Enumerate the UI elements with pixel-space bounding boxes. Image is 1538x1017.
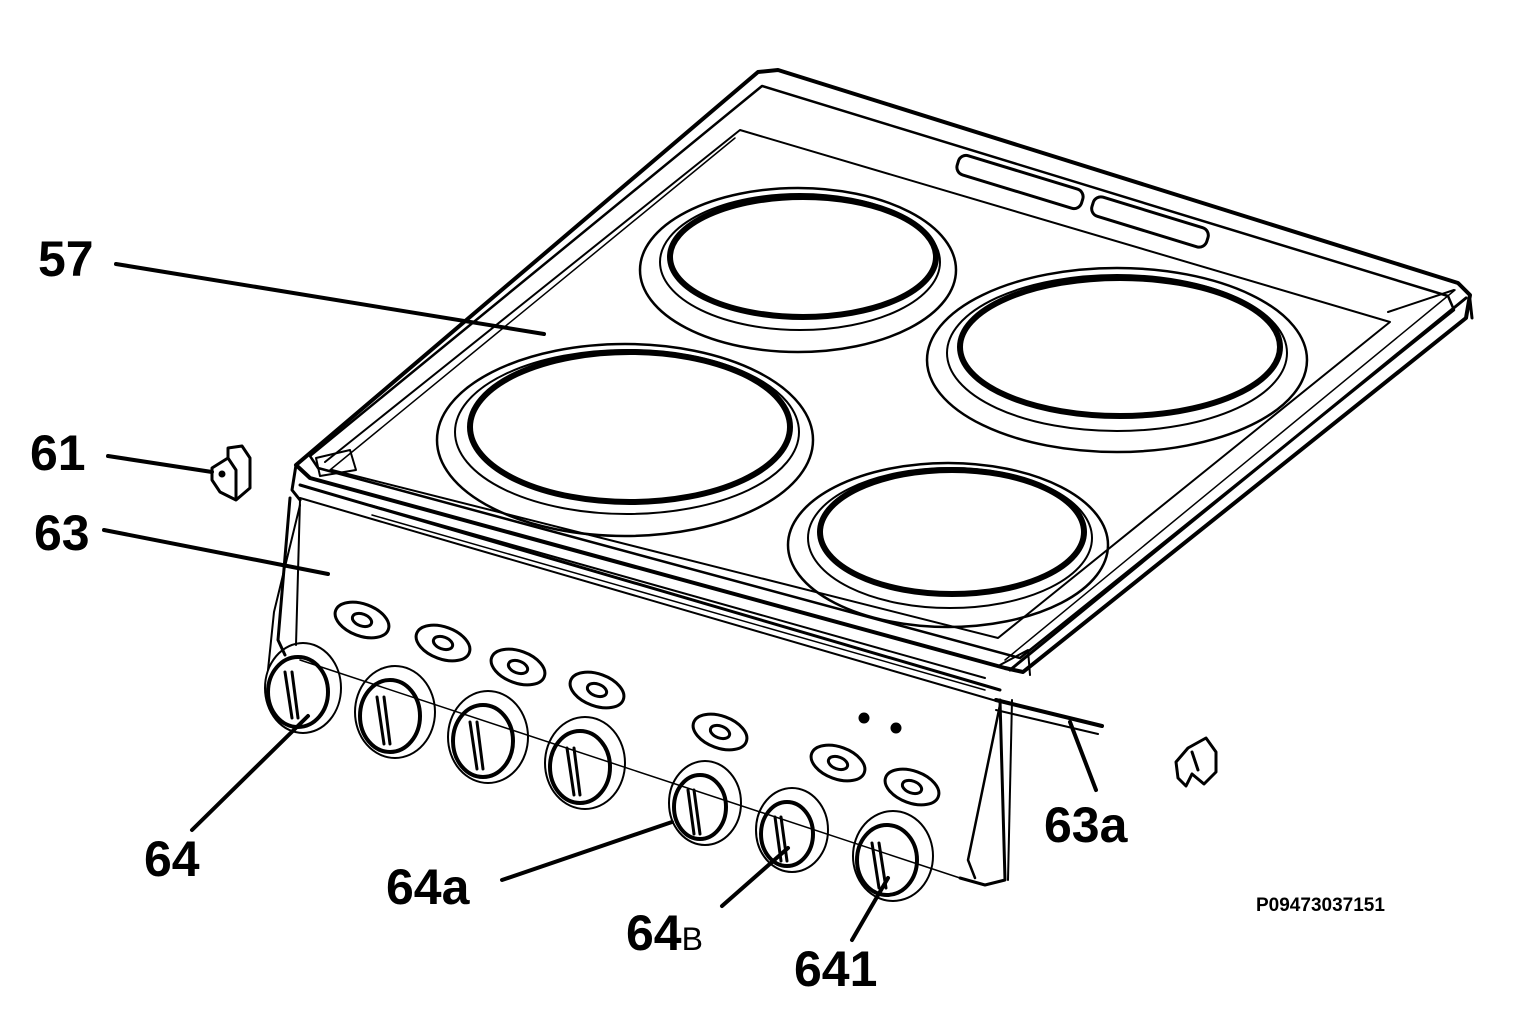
- clip-part-spare: [1174, 736, 1218, 788]
- callout-57: 57: [38, 231, 94, 287]
- knob-64a: [668, 760, 742, 846]
- hotplate-front-left: [435, 342, 815, 538]
- callout-63a: 63a: [1044, 797, 1128, 853]
- callout-63: 63: [34, 505, 90, 561]
- knob-4: [544, 716, 626, 810]
- callout-64a: 64a: [386, 859, 470, 915]
- callout-64b-sub: B: [681, 921, 703, 957]
- callout-64b-main: 64: [626, 905, 682, 961]
- hotplate-back-right: [925, 266, 1309, 454]
- hob-top-57: [290, 68, 1474, 703]
- knob-3: [447, 690, 529, 784]
- hotplate-front-right: [786, 461, 1110, 629]
- knob-2: [354, 665, 436, 759]
- callout-61: 61: [30, 425, 86, 481]
- hotplate-back-left: [638, 186, 958, 354]
- clip-part-61: [210, 444, 252, 502]
- indicator-windows: [333, 600, 941, 807]
- leader-lines: [102, 262, 1098, 942]
- part-number: P09473037151: [1256, 895, 1385, 916]
- callout-641: 641: [794, 941, 878, 997]
- callout-64: 64: [144, 831, 200, 887]
- callout-64b: 64B: [626, 908, 703, 958]
- control-panel-63: [267, 496, 1013, 887]
- rod-63a: [994, 698, 1104, 735]
- knob-64b: [755, 787, 829, 873]
